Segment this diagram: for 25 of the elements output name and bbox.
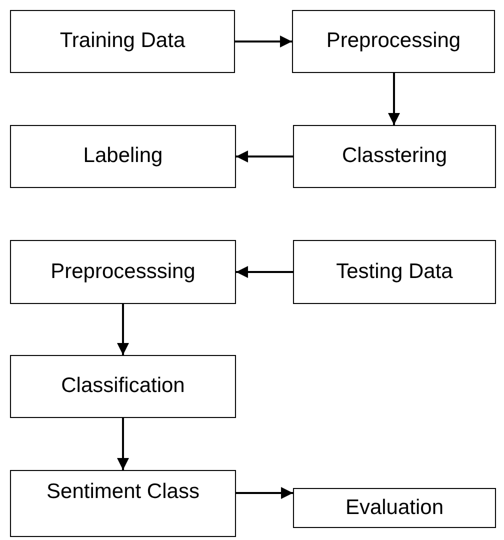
process-box [10,355,236,418]
arrow [236,266,293,278]
box-label: Sentiment Class [46,479,200,505]
process-box [293,125,496,188]
box-label: Classification [61,373,185,400]
box-label: Classtering [342,143,448,170]
arrow [236,150,293,162]
arrow [235,36,292,48]
box-label: Training Data [60,28,186,54]
process-box [292,10,495,73]
box-label: Testing Data [336,258,453,285]
arrow [117,304,129,355]
box-label: Preprocesssing [50,258,196,285]
arrow [117,418,129,470]
process-box [293,240,496,304]
process-box [10,470,236,537]
arrow [388,73,400,125]
box-label: Labeling [83,143,163,170]
process-box [10,125,236,188]
process-box [293,488,496,528]
arrow [236,487,293,499]
box-label: Evaluation [345,494,444,521]
process-box [10,10,235,73]
process-box [10,240,236,304]
box-label: Preprocessing [326,28,461,54]
